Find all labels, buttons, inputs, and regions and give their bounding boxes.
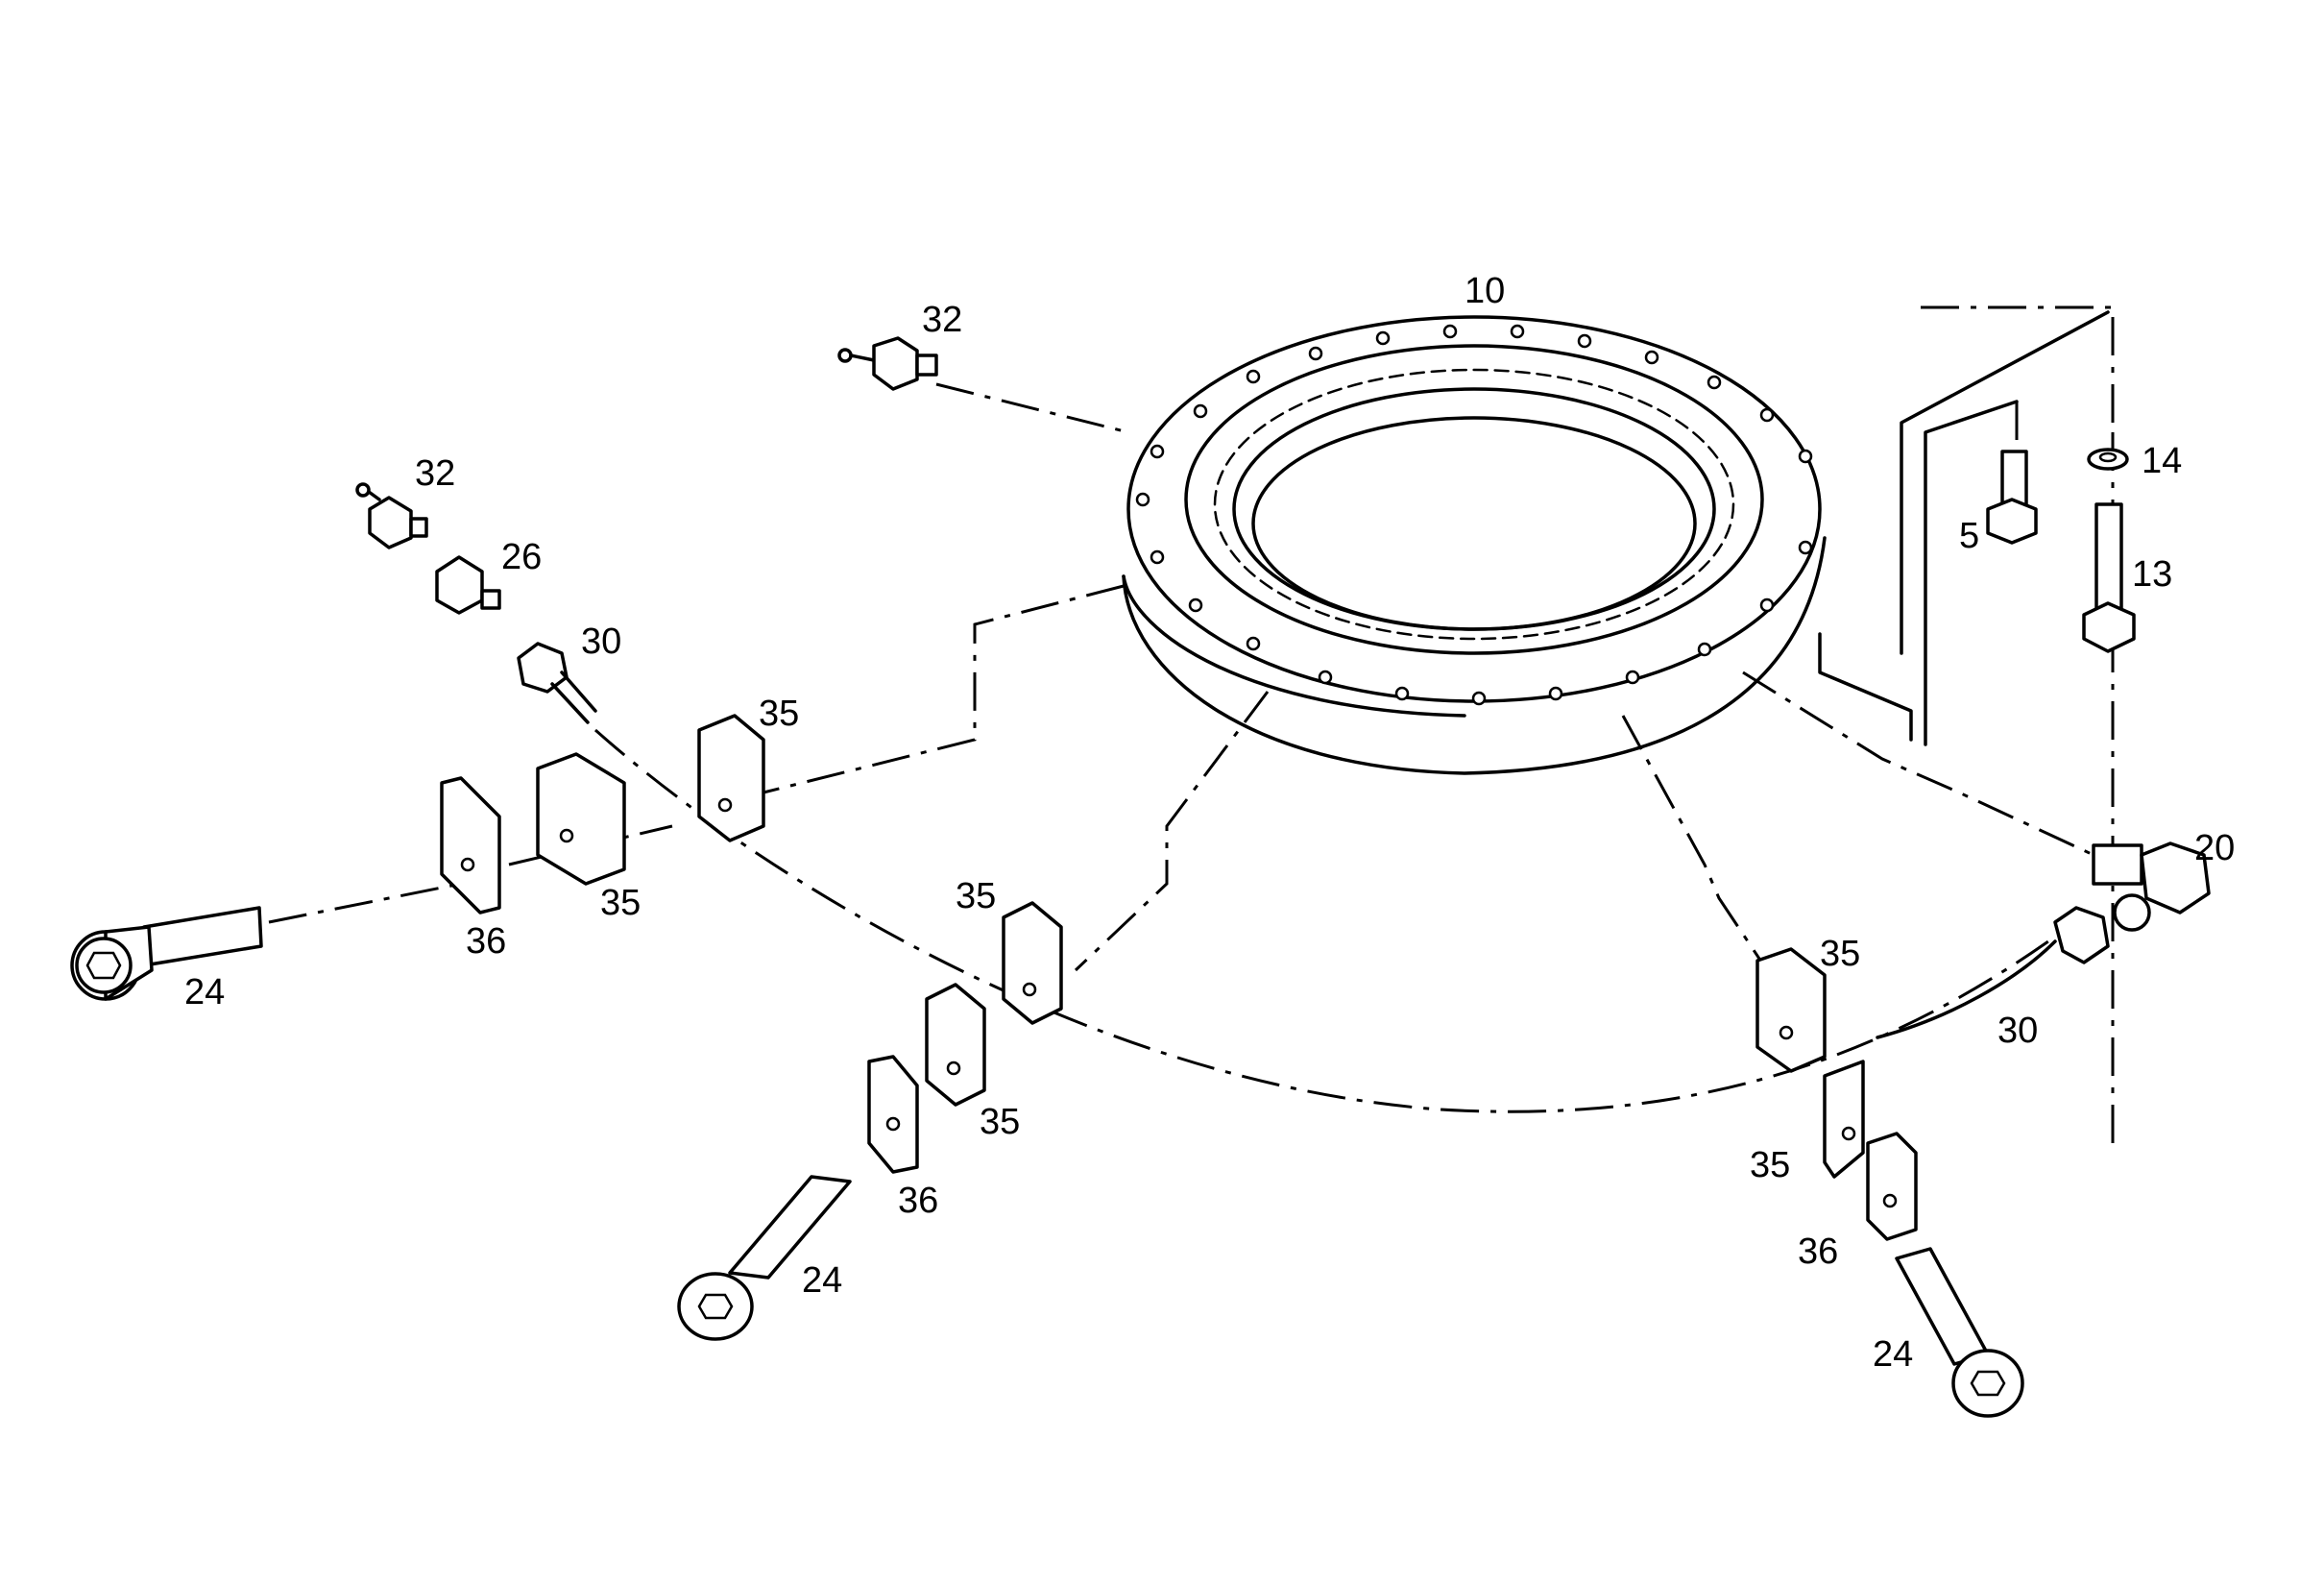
callout-plate-right: 36: [1798, 1231, 1838, 1272]
callout-plate-mid: 36: [898, 1181, 938, 1221]
callout-clamp-mid-left: 35: [600, 883, 641, 923]
clamp-upper-left: [697, 714, 765, 842]
cap-screw-right: [1895, 1247, 2024, 1418]
callout-line-right: 30: [1997, 1011, 2038, 1051]
line-fitting-right: [2053, 906, 2110, 964]
bolt-long-13: [2082, 502, 2136, 653]
clamp-right: [1755, 947, 1827, 1073]
grease-nipple-left: [355, 482, 428, 549]
callout-clamp-lower-right: 35: [1750, 1145, 1790, 1185]
callout-screw-left: 24: [184, 972, 225, 1012]
lube-line: [594, 728, 2057, 1113]
line-fitting-left: [517, 642, 597, 724]
callout-elbow: 20: [2194, 828, 2235, 868]
bolt-hex-5: [1986, 450, 2038, 545]
plate-right: [1866, 1132, 1918, 1241]
cap-screw-left: [70, 906, 263, 1001]
clamp-lower-left: [925, 983, 986, 1107]
callout-bolt-hex: 5: [1959, 516, 1979, 556]
plate-mid: [867, 1055, 919, 1174]
callout-clamp-front-left: 35: [956, 876, 996, 916]
callout-clamp-lower-left: 35: [980, 1102, 1020, 1142]
cap-screw-mid: [677, 1175, 852, 1341]
clamp-front-left: [1002, 901, 1063, 1025]
callout-nipple-top: 32: [922, 300, 962, 340]
callout-line-left: 30: [581, 622, 621, 662]
callout-ring: 10: [1465, 271, 1505, 311]
callout-screw-right: 24: [1873, 1334, 1913, 1375]
leader-lines: [268, 305, 2115, 1153]
callout-clamp-upper-left: 35: [759, 694, 799, 734]
callout-plate-left: 36: [466, 921, 506, 962]
plate-left: [440, 776, 501, 914]
adapter: [435, 555, 501, 615]
callout-washer: 14: [2142, 441, 2182, 481]
clamp-lower-right: [1823, 1060, 1865, 1179]
slewing-ring: [1122, 315, 1827, 775]
washer-14: [2087, 448, 2129, 471]
callout-adapter: 26: [501, 537, 542, 577]
callout-screw-mid: 24: [802, 1260, 842, 1301]
grease-nipple-top: [837, 336, 938, 391]
clamp-mid-left: [536, 752, 626, 886]
callout-bolt-long: 13: [2132, 554, 2172, 595]
callout-labels: 10 32 32 26 30 30 5 14 13 20 35 35 35 35…: [184, 271, 2235, 1375]
ring-bolt-holes: [1135, 324, 1813, 706]
callout-nipple-left: 32: [415, 453, 455, 494]
callout-clamp-right: 35: [1820, 934, 1860, 974]
elbow-fitting-20: [2092, 841, 2211, 932]
